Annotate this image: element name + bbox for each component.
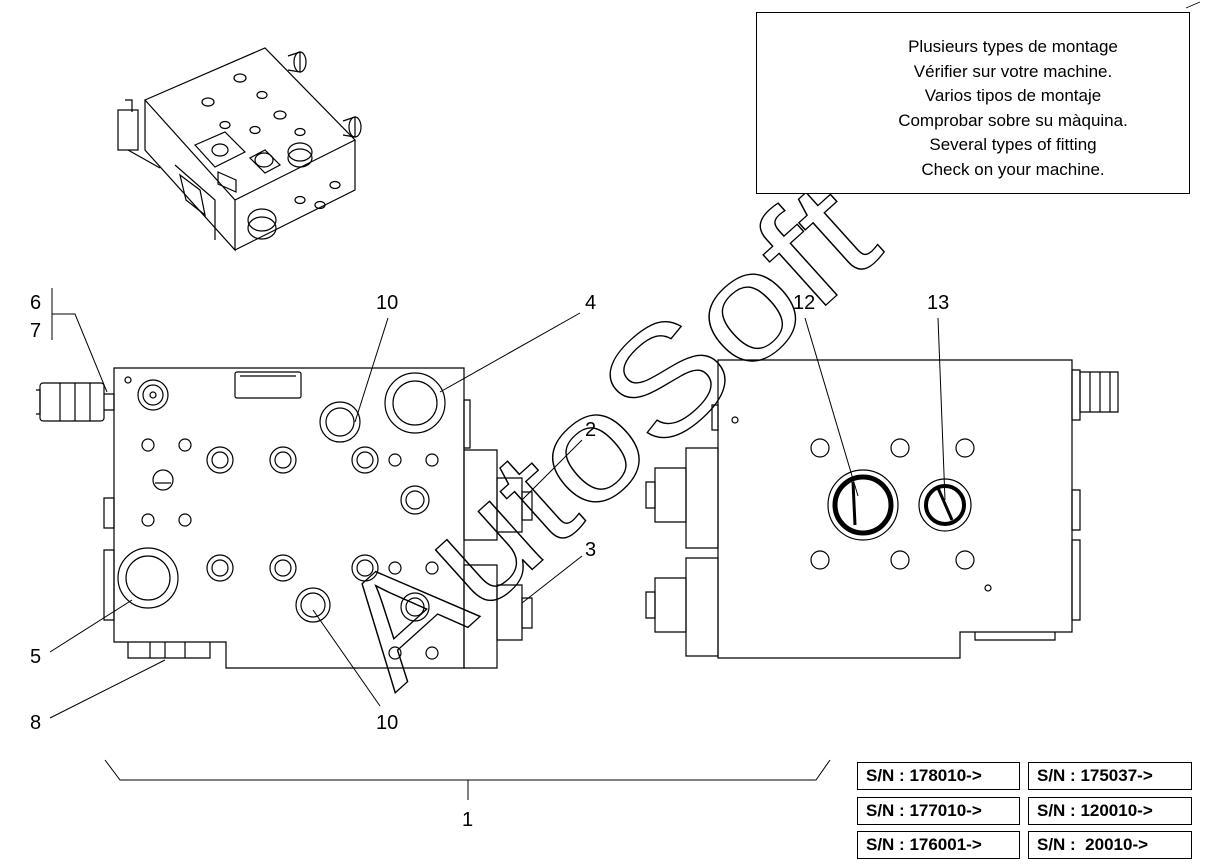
callout-7: 7 [30, 320, 42, 342]
serial-number-box: S/N : 177010-> [857, 797, 1020, 825]
corner-mark [1185, 1, 1201, 9]
valve-block-rear-view [645, 359, 1119, 659]
serial-number-box: S/N : 20010-> [1028, 831, 1192, 859]
notice-line: Several types of fitting [929, 135, 1097, 155]
serial-number-box: S/N : 120010-> [1028, 797, 1192, 825]
callout-10-bottom: 10 [376, 712, 399, 734]
notice-line: Check on your machine. [921, 159, 1105, 179]
multilingual-notice-box: Plusieurs types de montage Vérifier sur … [756, 12, 1190, 194]
notice-line: Vérifier sur votre machine. [913, 61, 1113, 81]
assembly-bracket [104, 759, 831, 800]
notice-line: Plusieurs types de montage [908, 37, 1118, 56]
callout-3: 3 [585, 539, 597, 561]
serial-number-box: S/N : 178010-> [857, 762, 1020, 790]
notice-line: Varios tipos de montaje [924, 86, 1102, 106]
callout-10-top: 10 [376, 292, 399, 314]
callout-1: 1 [462, 809, 474, 831]
callout-6: 6 [30, 292, 42, 314]
callout-8: 8 [30, 712, 42, 734]
callout-5: 5 [30, 646, 42, 668]
serial-number-box: S/N : 176001-> [857, 831, 1020, 859]
callout-13: 13 [927, 292, 950, 314]
serial-number-box: S/N : 175037-> [1028, 762, 1192, 790]
notice-text: Plusieurs types de montage Vérifier sur … [865, 35, 1161, 183]
callout-12: 12 [793, 292, 816, 314]
isometric-valve-thumbnail [117, 47, 362, 252]
callout-2: 2 [585, 419, 597, 441]
notice-line: Comprobar sobre su màquina. [898, 110, 1128, 130]
leader-lines [49, 288, 946, 719]
valve-block-front-view [36, 367, 533, 669]
callout-4: 4 [585, 292, 597, 314]
